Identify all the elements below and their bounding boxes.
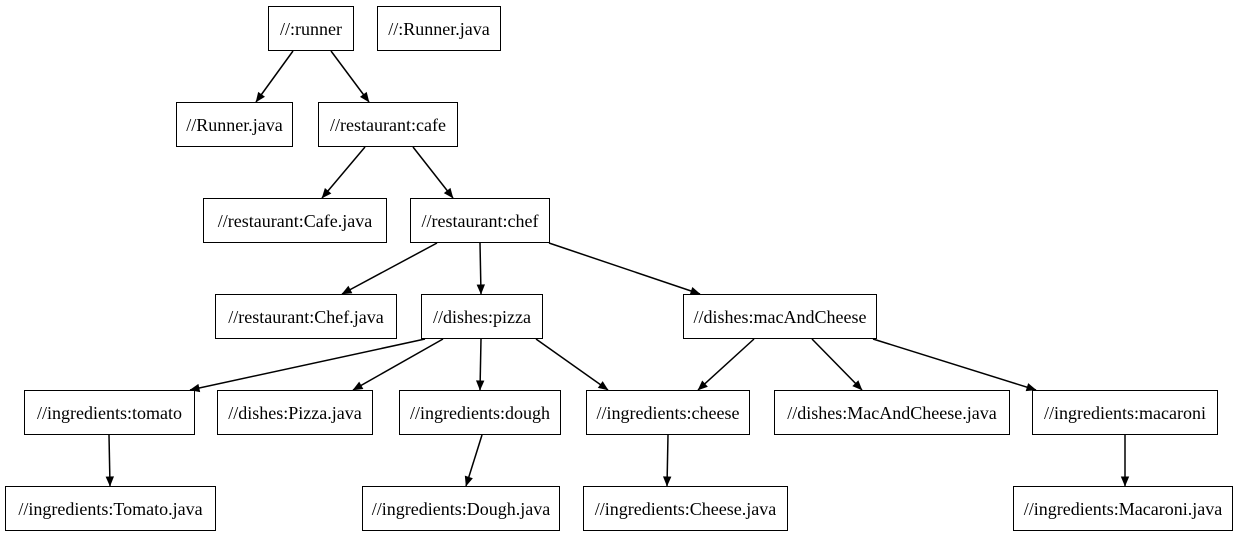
graph-node-label: //ingredients:macaroni	[1044, 402, 1206, 423]
graph-node-label: //ingredients:cheese	[596, 402, 740, 423]
graph-node-label: //dishes:Pizza.java	[228, 402, 362, 423]
graph-node-label: //:runner	[280, 18, 342, 39]
edge-cafe-to-cafe_java	[321, 146, 366, 199]
graph-node-label: //restaurant:Chef.java	[228, 306, 384, 327]
graph-node-label: //ingredients:Cheese.java	[594, 498, 777, 519]
graph-node-label: //ingredients:tomato	[37, 402, 182, 423]
edge-pizza-to-pizza_java	[352, 338, 444, 391]
graph-node-label: //ingredients:Dough.java	[371, 498, 551, 519]
graph-node-macaroni: //ingredients:macaroni	[1032, 390, 1218, 435]
graph-node-cafe: //restaurant:cafe	[318, 102, 458, 147]
edge-tomato-to-tomato_java	[105, 434, 115, 487]
graph-node-dough: //ingredients:dough	[399, 390, 561, 435]
graph-node-label: //restaurant:cafe	[330, 114, 446, 135]
graph-node-label: //ingredients:dough	[410, 402, 550, 423]
graph-node-chef: //restaurant:chef	[410, 198, 550, 243]
graph-node-label: //ingredients:Macaroni.java	[1023, 498, 1223, 519]
graph-node-label: //:Runner.java	[388, 18, 490, 39]
graph-node-label: //dishes:macAndCheese	[693, 306, 867, 327]
graph-node-label: //dishes:MacAndCheese.java	[787, 402, 997, 423]
graph-node-label: //restaurant:Cafe.java	[217, 210, 373, 231]
graph-node-pizza: //dishes:pizza	[421, 294, 543, 339]
edge-pizza-to-tomato	[189, 338, 426, 393]
graph-node-label: //dishes:pizza	[433, 306, 531, 327]
edge-runner-to-cafe	[330, 50, 370, 103]
graph-node-runner: //:runner	[268, 6, 354, 51]
graph-node-mac_and_cheese_java: //dishes:MacAndCheese.java	[774, 390, 1010, 435]
edge-mac_and_cheese-to-cheese	[697, 338, 755, 391]
edge-cafe-to-chef	[412, 146, 454, 199]
graph-node-runner_java_src: //:Runner.java	[377, 6, 501, 51]
edge-dough-to-dough_java	[464, 434, 483, 487]
edge-cheese-to-cheese_java	[662, 434, 672, 487]
graph-node-label: //Runner.java	[186, 114, 283, 135]
graph-node-runner_java: //Runner.java	[176, 102, 293, 147]
edge-chef-to-mac_and_cheese	[548, 242, 701, 295]
graph-node-mac_and_cheese: //dishes:macAndCheese	[683, 294, 877, 339]
graph-node-macaroni_java: //ingredients:Macaroni.java	[1013, 486, 1233, 531]
graph-node-dough_java: //ingredients:Dough.java	[362, 486, 560, 531]
graph-node-chef_java: //restaurant:Chef.java	[215, 294, 397, 339]
edge-chef-to-chef_java	[341, 242, 438, 295]
edge-chef-to-pizza	[476, 242, 486, 295]
graph-node-cheese_java: //ingredients:Cheese.java	[583, 486, 788, 531]
edge-mac_and_cheese-to-mac_and_cheese_java	[811, 338, 863, 391]
graph-node-cafe_java: //restaurant:Cafe.java	[203, 198, 387, 243]
edge-pizza-to-cheese	[535, 338, 609, 391]
edge-pizza-to-dough	[475, 338, 485, 391]
edge-runner-to-runner_java	[255, 50, 294, 103]
graph-node-label: //ingredients:Tomato.java	[18, 498, 203, 519]
graph-node-cheese: //ingredients:cheese	[586, 390, 750, 435]
graph-node-tomato: //ingredients:tomato	[24, 390, 195, 435]
graph-node-pizza_java: //dishes:Pizza.java	[217, 390, 373, 435]
edge-mac_and_cheese-to-macaroni	[872, 338, 1037, 392]
graph-node-tomato_java: //ingredients:Tomato.java	[5, 486, 216, 531]
graph-node-label: //restaurant:chef	[421, 210, 539, 231]
